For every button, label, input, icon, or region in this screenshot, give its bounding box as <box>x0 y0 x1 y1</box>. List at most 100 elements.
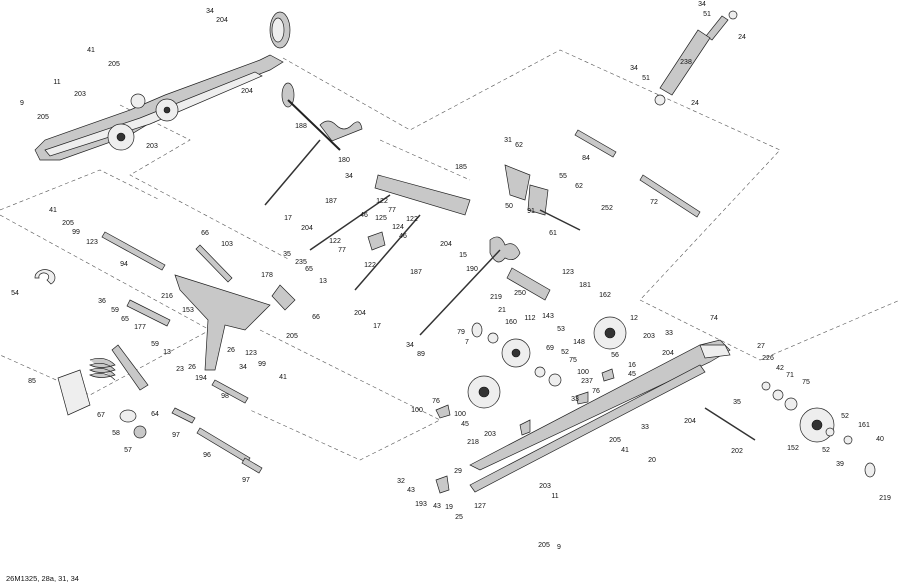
part-label: 204 <box>662 350 674 357</box>
torsion-spring-assembly <box>264 82 521 336</box>
part-label: 51 <box>642 75 650 82</box>
part-label: 122 <box>364 262 376 269</box>
part-label: 124 <box>392 224 404 231</box>
part-label: 204 <box>216 17 228 24</box>
rear-spring-set <box>34 269 147 439</box>
part-label: 205 <box>62 220 74 227</box>
part-label: 9 <box>20 100 24 107</box>
part-label: 204 <box>684 418 696 425</box>
part-label: 76 <box>432 398 440 405</box>
part-label: 35 <box>283 251 291 258</box>
part-label: 100 <box>577 369 589 376</box>
part-label: 59 <box>151 341 159 348</box>
part-label: 122 <box>329 238 341 245</box>
part-label: 98 <box>221 393 229 400</box>
part-label: 58 <box>112 430 120 437</box>
part-label: 53 <box>557 326 565 333</box>
part-label: 66 <box>312 314 320 321</box>
part-label: 65 <box>305 266 313 273</box>
idler-wheels-center <box>467 267 627 409</box>
part-label: 153 <box>182 307 194 314</box>
part-label: 34 <box>239 364 247 371</box>
part-label: 122 <box>376 198 388 205</box>
part-label: 99 <box>72 229 80 236</box>
part-label: 125 <box>375 215 387 222</box>
part-label: 143 <box>542 313 554 320</box>
part-label: 41 <box>621 447 629 454</box>
part-label: 161 <box>858 422 870 429</box>
part-label: 46 <box>360 212 368 219</box>
part-label: 31 <box>504 137 512 144</box>
part-label: 34 <box>698 1 706 8</box>
part-label: 39 <box>836 461 844 468</box>
part-label: 29 <box>454 468 462 475</box>
part-label: 57 <box>124 447 132 454</box>
part-label: 34 <box>345 173 353 180</box>
part-label: 67 <box>97 412 105 419</box>
part-label: 45 <box>628 371 636 378</box>
part-label: 75 <box>569 357 577 364</box>
part-label: 177 <box>134 324 146 331</box>
part-label: 61 <box>549 230 557 237</box>
part-label: 122 <box>406 216 418 223</box>
part-label: 148 <box>573 339 585 346</box>
part-label: 9 <box>557 544 561 551</box>
assembly-guide-lines <box>0 49 900 461</box>
part-label: 62 <box>575 183 583 190</box>
part-label: 36 <box>98 298 106 305</box>
part-label: 19 <box>445 504 453 511</box>
part-label: 252 <box>601 205 613 212</box>
part-label: 219 <box>490 294 502 301</box>
part-label: 75 <box>802 379 810 386</box>
part-label: 13 <box>319 278 327 285</box>
part-label: 77 <box>388 207 396 214</box>
part-label: 204 <box>440 241 452 248</box>
part-label: 181 <box>579 282 591 289</box>
part-label: 85 <box>28 378 36 385</box>
part-label: 40 <box>876 436 884 443</box>
part-label: 190 <box>466 266 478 273</box>
part-label: 203 <box>539 483 551 490</box>
part-label: 35 <box>733 399 741 406</box>
part-label: 204 <box>241 88 253 95</box>
part-label: 216 <box>161 293 173 300</box>
part-label: 13 <box>163 349 171 356</box>
part-label: 100 <box>411 407 423 414</box>
part-label: 205 <box>108 61 120 68</box>
part-label: 237 <box>581 378 593 385</box>
part-label: 42 <box>776 365 784 372</box>
part-label: 84 <box>582 155 590 162</box>
part-label: 34 <box>206 8 214 15</box>
part-label: 45 <box>461 421 469 428</box>
part-label: 178 <box>261 272 273 279</box>
cross-shafts <box>504 129 701 231</box>
part-label: 41 <box>279 374 287 381</box>
part-label: 69 <box>546 345 554 352</box>
part-label: 26 <box>188 364 196 371</box>
part-label: 7 <box>465 339 469 346</box>
part-label: 41 <box>87 47 95 54</box>
part-label: 103 <box>221 241 233 248</box>
part-label: 17 <box>373 323 381 330</box>
part-label: 11 <box>551 493 558 500</box>
part-label: 160 <box>505 319 517 326</box>
part-label: 194 <box>195 375 207 382</box>
part-label: 238 <box>680 59 692 66</box>
part-label: 97 <box>172 432 180 439</box>
part-label: 21 <box>498 307 506 314</box>
part-label: 52 <box>841 413 849 420</box>
part-label: 51 <box>703 11 711 18</box>
rear-axle-wheels <box>704 381 876 478</box>
part-label: 33 <box>571 396 579 403</box>
part-label: 226 <box>762 355 774 362</box>
part-label: 97 <box>242 477 250 484</box>
part-label: 34 <box>406 342 414 349</box>
shock-absorber <box>654 10 738 106</box>
part-label: 203 <box>643 333 655 340</box>
part-label: 54 <box>11 290 19 297</box>
part-label: 204 <box>354 310 366 317</box>
part-label: 52 <box>561 349 569 356</box>
part-label: 235 <box>295 259 307 266</box>
part-label: 11 <box>53 79 60 86</box>
